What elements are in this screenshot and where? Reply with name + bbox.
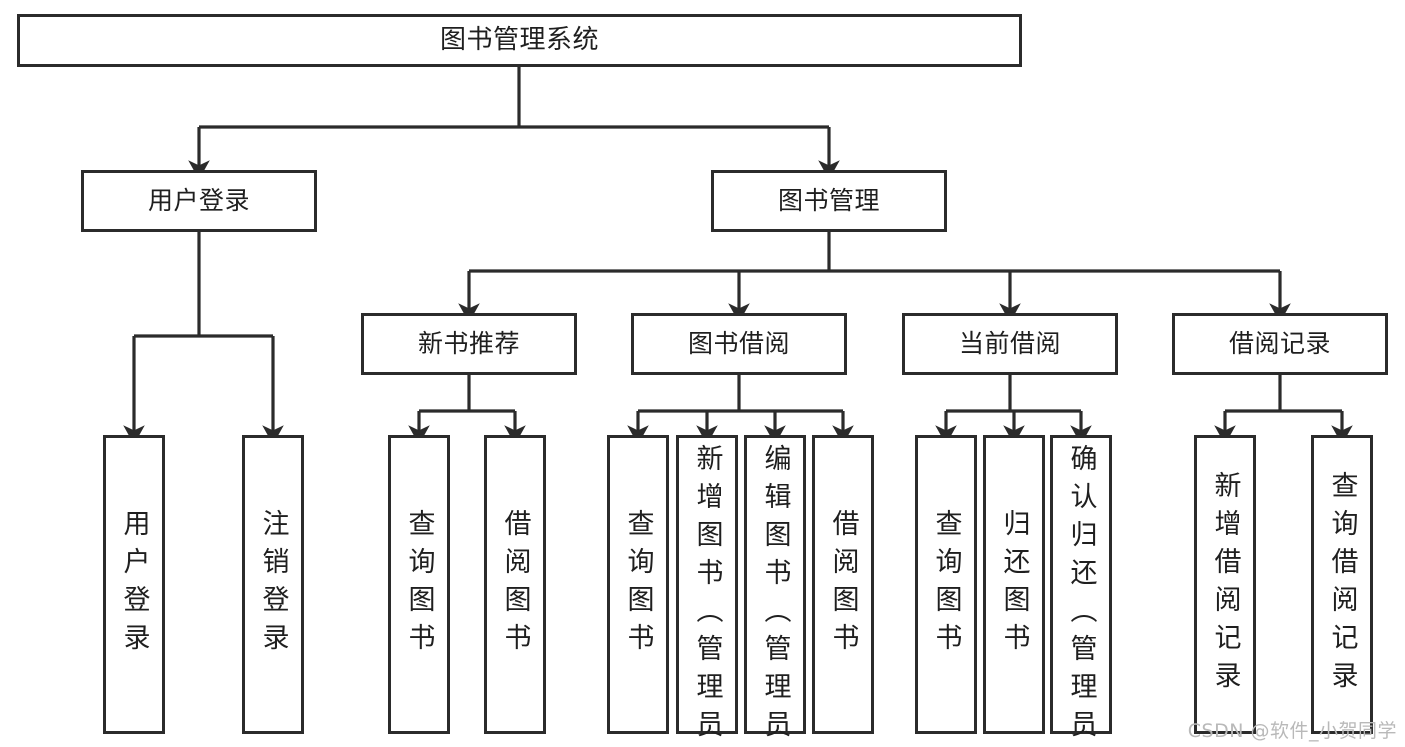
leaf-user-login[interactable]: 用户登录: [103, 435, 165, 734]
node-label: 新增图书（管理员）: [691, 444, 723, 747]
node-user-login[interactable]: 用户登录: [81, 170, 317, 232]
node-label: 图书管理: [777, 186, 880, 216]
leaf-query-book-current[interactable]: 查询图书: [915, 435, 977, 734]
leaf-query-book-recommend[interactable]: 查询图书: [388, 435, 450, 734]
node-label: 用户登录: [118, 508, 150, 661]
node-label: 当前借阅: [958, 329, 1061, 359]
node-label: 确认归还（管理员）: [1065, 444, 1097, 747]
node-current-borrow[interactable]: 当前借阅: [902, 313, 1118, 375]
node-label: 新增借阅记录: [1209, 470, 1241, 699]
node-label: 查询图书: [622, 508, 654, 661]
node-label: 用户登录: [147, 186, 250, 216]
node-borrow-records[interactable]: 借阅记录: [1172, 313, 1388, 375]
node-root[interactable]: 图书管理系统: [17, 14, 1022, 67]
node-label: 注销登录: [257, 508, 289, 661]
leaf-confirm-return-admin[interactable]: 确认归还（管理员）: [1050, 435, 1112, 747]
node-label: 借阅记录: [1228, 329, 1331, 359]
leaf-borrow-book[interactable]: 借阅图书: [812, 435, 874, 734]
leaf-query-book-borrow[interactable]: 查询图书: [607, 435, 669, 734]
leaf-add-book-admin[interactable]: 新增图书（管理员）: [676, 435, 738, 747]
leaf-borrow-book-recommend[interactable]: 借阅图书: [484, 435, 546, 734]
node-label: 新书推荐: [417, 329, 520, 359]
node-label: 查询图书: [930, 508, 962, 661]
leaf-logout[interactable]: 注销登录: [242, 435, 304, 734]
node-label: 归还图书: [998, 508, 1030, 661]
leaf-query-borrow-record[interactable]: 查询借阅记录: [1311, 435, 1373, 734]
node-label: 图书借阅: [687, 329, 790, 359]
node-book-management[interactable]: 图书管理: [711, 170, 947, 232]
leaf-return-book[interactable]: 归还图书: [983, 435, 1045, 734]
node-label: 借阅图书: [499, 508, 531, 661]
node-label: 借阅图书: [827, 508, 859, 661]
node-label: 编辑图书（管理员）: [759, 444, 791, 747]
node-label: 查询借阅记录: [1326, 470, 1358, 699]
node-label: 查询图书: [403, 508, 435, 661]
leaf-edit-book-admin[interactable]: 编辑图书（管理员）: [744, 435, 806, 747]
node-new-book-recommend[interactable]: 新书推荐: [361, 313, 577, 375]
leaf-add-borrow-record[interactable]: 新增借阅记录: [1194, 435, 1256, 734]
csdn-watermark: CSDN @软件_小贺同学: [1187, 720, 1397, 742]
node-book-borrow[interactable]: 图书借阅: [631, 313, 847, 375]
node-label: 图书管理系统: [439, 25, 599, 56]
